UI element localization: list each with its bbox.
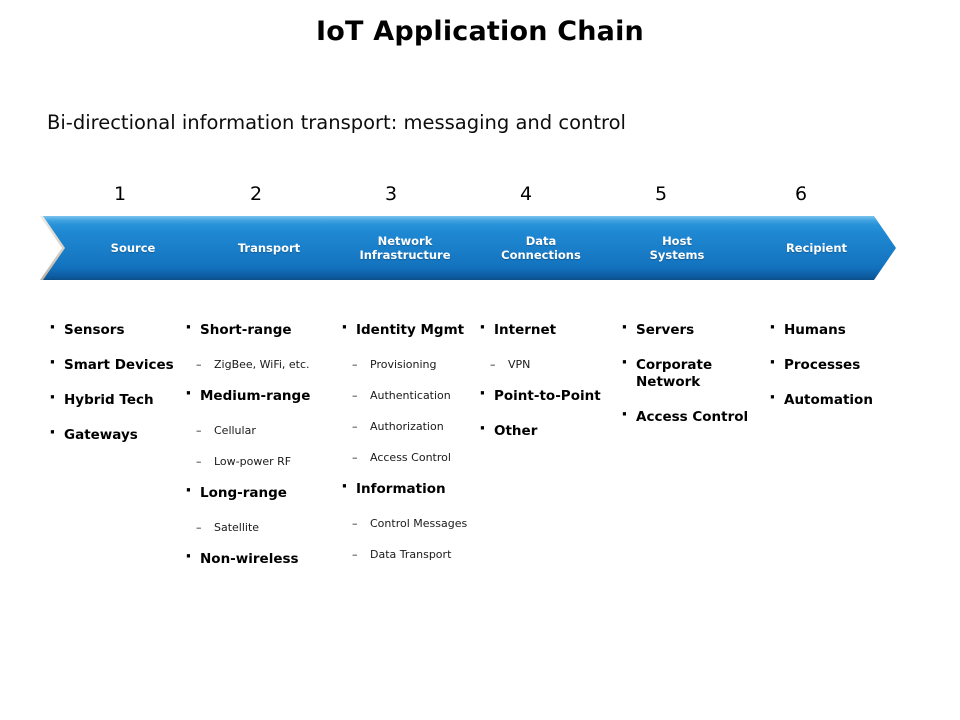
list-item: ZigBee, WiFi, etc. — [184, 357, 334, 372]
detail-column-2: Short-rangeZigBee, WiFi, etc. Medium-rang… — [184, 319, 334, 586]
list-item: Other — [478, 420, 618, 440]
step-number-3: 3 — [384, 183, 398, 205]
detail-column-6: HumansProcessesAutomation — [768, 319, 948, 427]
list-item: Humans — [768, 319, 948, 339]
detail-column-4: InternetVPN Point-to-PointOther — [478, 319, 618, 458]
detail-column-1: SensorsSmart DevicesHybrid TechGateways — [48, 319, 178, 462]
chevron-label-3: Network Infrastructure — [359, 234, 451, 262]
list-item: Smart Devices — [48, 354, 178, 374]
page-title: IoT Application Chain — [316, 16, 644, 47]
step-number-5: 5 — [654, 183, 668, 205]
list-item: Provisioning — [340, 357, 476, 372]
list-item: Control Messages — [340, 516, 476, 531]
list-item: Non-wireless — [184, 548, 334, 568]
list-item: Identity Mgmt — [340, 319, 476, 339]
step-number-2: 2 — [249, 183, 263, 205]
list-item: Hybrid Tech — [48, 389, 178, 409]
detail-columns: SensorsSmart DevicesHybrid TechGatewaysS… — [0, 319, 960, 622]
list-item: Authorization — [340, 419, 476, 434]
step-number-4: 4 — [519, 183, 533, 205]
list-item: Medium-range — [184, 385, 334, 405]
list-item: Processes — [768, 354, 948, 374]
detail-column-3: Identity MgmtProvisioningAuthenticationA… — [340, 319, 476, 578]
step-number-row: 1 2 3 4 5 6 — [43, 181, 895, 207]
list-item: Information — [340, 478, 476, 498]
chevron-label-6: Recipient — [785, 241, 848, 255]
list-item: Short-range — [184, 319, 334, 339]
list-item: Satellite — [184, 520, 334, 535]
step-number-1: 1 — [113, 183, 127, 205]
list-item: Access Control — [620, 406, 765, 426]
chevron-step-1[interactable]: Source — [43, 216, 209, 280]
process-chevron-band: Source Transport Network Infrastructure Dat… — [43, 216, 896, 280]
list-item: Corporate Network — [620, 354, 765, 391]
chevron-label-2: Transport — [237, 241, 301, 255]
list-item: Automation — [768, 389, 948, 409]
list-item: Internet — [478, 319, 618, 339]
list-item: Servers — [620, 319, 765, 339]
list-item: Data Transport — [340, 547, 476, 562]
list-item: Sensors — [48, 319, 178, 339]
chevron-label-4: Data Connections — [501, 234, 581, 262]
list-item: VPN — [478, 357, 618, 372]
list-item: Point-to-Point — [478, 385, 618, 405]
list-item: Authentication — [340, 388, 476, 403]
list-item: Access Control — [340, 450, 476, 465]
slide-subtitle: Bi-directional information transport: me… — [47, 111, 626, 134]
list-item: Long-range — [184, 482, 334, 502]
chevron-label-5: Host Systems — [649, 234, 705, 262]
step-number-6: 6 — [794, 183, 808, 205]
list-item: Cellular — [184, 423, 334, 438]
detail-column-5: ServersCorporate NetworkAccess Control — [620, 319, 765, 444]
chevron-label-1: Source — [110, 241, 156, 255]
list-item: Low-power RF — [184, 454, 334, 469]
list-item: Gateways — [48, 424, 178, 444]
